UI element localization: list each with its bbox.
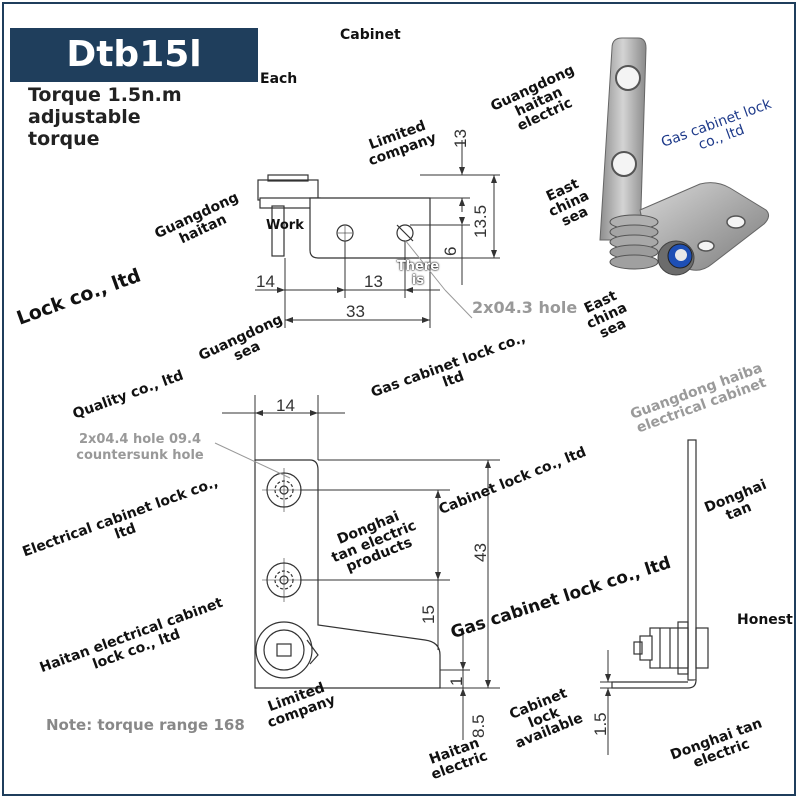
wm-honest: Honest [737,612,793,628]
subtitle-line-2: adjustable [28,106,141,128]
side-view-arrowheads [605,674,611,696]
dim-14-front: 14 [276,396,295,415]
page-title: Dtb15l (left) [66,34,202,129]
callout-hole-front: 2x04.4 hole 09.4 countersunk hole [62,432,218,464]
wm-there-is: There is [396,259,440,288]
dim-33: 33 [346,302,365,321]
callout-hole-front-line-1: 2x04.4 hole 09.4 [78,432,202,447]
dim-13-5: 13.5 [471,204,490,238]
dim-13-mid: 13 [364,272,383,291]
subtitle-line-3: torque [28,128,100,150]
dim-43: 43 [471,543,490,562]
note-torque-range: Note: torque range 168 [46,716,245,734]
dim-14-top: 14 [256,272,275,291]
subtitle: Torque 1.5n.m adjustable torque [28,84,228,150]
top-view-arrowheads [277,167,497,323]
dim-6: 6 [441,246,460,256]
dim-1: 1 [447,676,466,686]
side-view [611,439,709,689]
dim-1-5: 1.5 [591,712,610,736]
wm-work: Work [266,218,304,233]
dim-13-top: 13 [451,129,470,148]
spring [609,214,659,270]
wm-each: Each [260,71,298,87]
subtitle-line-1: Torque 1.5n.m [28,84,182,106]
top-view [257,174,431,259]
dim-15: 15 [419,605,438,624]
side-view-dimensions [600,650,620,755]
wm-cabinet: Cabinet [340,27,401,43]
product-photo [599,37,770,276]
callout-hole-top: 2x04.3 hole [472,298,578,317]
front-view-arrowheads [255,410,491,696]
front-view [254,459,441,689]
title-bar [10,28,258,82]
callout-hole-front-line-2: countersunk hole [76,448,204,463]
